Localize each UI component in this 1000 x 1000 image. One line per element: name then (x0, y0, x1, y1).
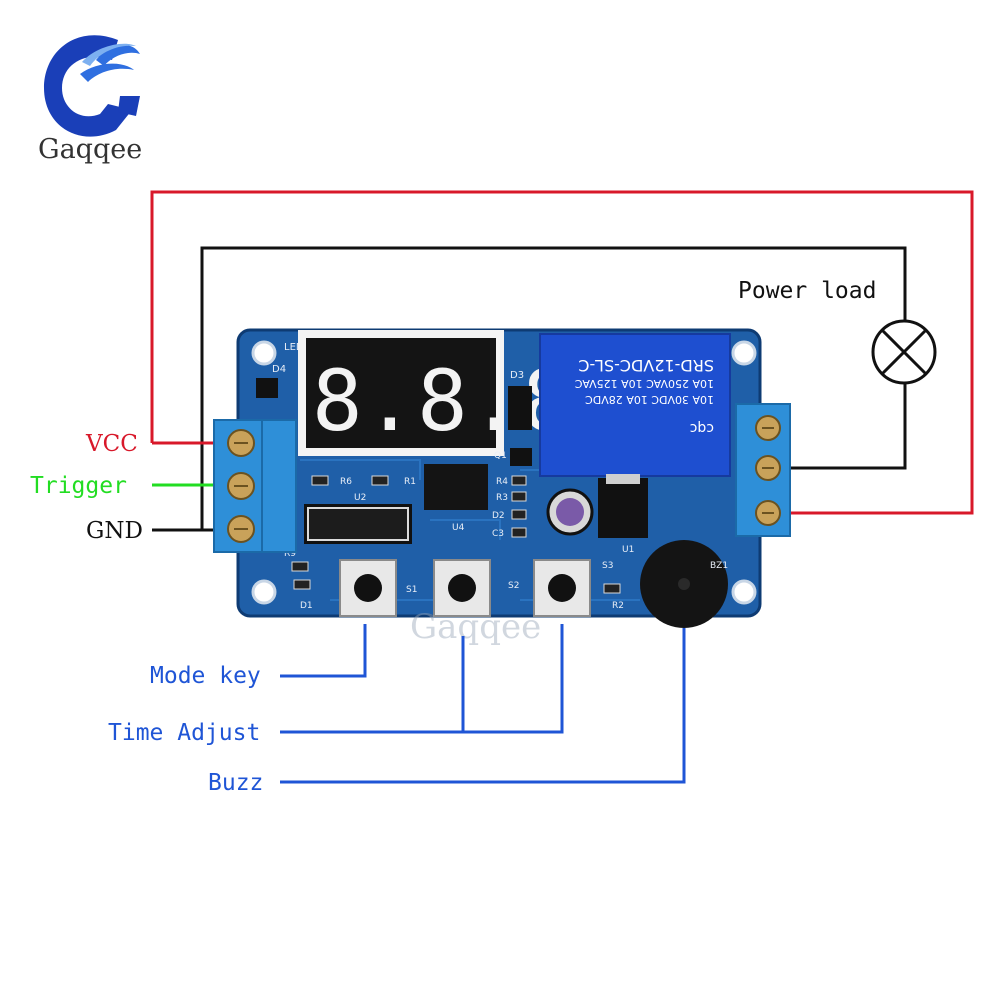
brand-logo-icon (44, 35, 140, 137)
u2-silk-label: U2 (354, 493, 366, 503)
c3-silk-label: C3 (492, 529, 504, 539)
relay (539, 333, 731, 477)
mount-hole-icon (731, 579, 757, 605)
diode-d4 (256, 378, 278, 398)
seven-segment-display (298, 330, 504, 456)
r6-silk-label: R6 (340, 477, 352, 487)
relay-screw-top-icon[interactable] (755, 415, 781, 441)
d4-silk-label: D4 (272, 364, 286, 375)
time-adjust-leader-2 (463, 624, 564, 734)
r2-silk-label: R2 (612, 601, 624, 611)
mount-hole-icon (251, 340, 277, 366)
mode-key-label: Mode key (150, 663, 261, 689)
led-silk-label: LED (284, 342, 304, 353)
u4-silk-label: U4 (452, 523, 465, 533)
gnd-screw-icon[interactable] (227, 515, 255, 543)
d3-silk-label: D3 (510, 370, 524, 381)
relay-screw-middle-icon[interactable] (755, 455, 781, 481)
resistor-r9 (291, 561, 309, 572)
vcc-label: VCC (85, 431, 138, 457)
r4-silk-label: R4 (496, 477, 508, 487)
d2-silk-label: D2 (492, 511, 505, 521)
q1-silk-label: Q1 (494, 451, 507, 461)
mode-key-leader (280, 624, 367, 678)
relay-rating-1: 10A 250VAC 10A 125VAC (574, 377, 714, 390)
component-d3 (508, 386, 532, 430)
r9-silk-label: R9 (284, 549, 296, 559)
load-return-wire (780, 384, 907, 470)
relay-rating-2: 10A 30VDC 10A 28VDC (585, 393, 714, 406)
power-load-label: Power load (738, 278, 876, 304)
trigger-label: Trigger (30, 473, 127, 499)
mount-hole-icon (731, 340, 757, 366)
time-adjust-leader (280, 636, 465, 734)
d1-silk-label: D1 (300, 601, 313, 611)
relay-screw-bottom-icon[interactable] (755, 500, 781, 526)
mode-key-button[interactable] (339, 559, 397, 617)
time-adjust-button-2[interactable] (533, 559, 591, 617)
transistor-q1 (510, 448, 532, 466)
buzz-label: Buzz (208, 770, 263, 796)
u1-silk-label: U1 (622, 545, 634, 555)
bz1-silk-label: BZ1 (710, 561, 728, 571)
brand-name: Gaqqee (38, 134, 142, 165)
resistor-r2 (603, 583, 621, 594)
resistor-r3 (511, 491, 527, 502)
mount-hole-icon (251, 579, 277, 605)
brand-watermark: Gaqqee (410, 607, 541, 647)
capacitor-c3 (511, 527, 527, 538)
s3-silk-label: S3 (602, 561, 613, 571)
gnd-label: GND (86, 518, 143, 544)
resistor-r6 (311, 475, 329, 486)
resistor-r1 (371, 475, 389, 486)
regulator-u1 (598, 478, 648, 538)
resistor-r4 (511, 475, 527, 486)
gnd-wire (152, 246, 907, 532)
diode-d1 (293, 579, 311, 590)
trigger-screw-icon[interactable] (227, 472, 255, 500)
r1-silk-label: R1 (404, 477, 416, 487)
time-adjust-button-1[interactable] (433, 559, 491, 617)
s1-silk-label: S1 (406, 585, 417, 595)
s2-silk-label: S2 (508, 581, 519, 591)
time-adjust-label: Time Adjust (108, 720, 260, 746)
lamp-icon (871, 319, 937, 385)
diode-d2 (511, 509, 527, 520)
r3-silk-label: R3 (496, 493, 508, 503)
buzz-leader (280, 628, 686, 784)
ic-u4 (424, 464, 488, 510)
relay-cert: cqc (690, 420, 714, 436)
relay-model: SRD-12VDC-SL-C (578, 356, 714, 375)
vcc-wire (150, 190, 974, 515)
vcc-screw-icon[interactable] (227, 429, 255, 457)
